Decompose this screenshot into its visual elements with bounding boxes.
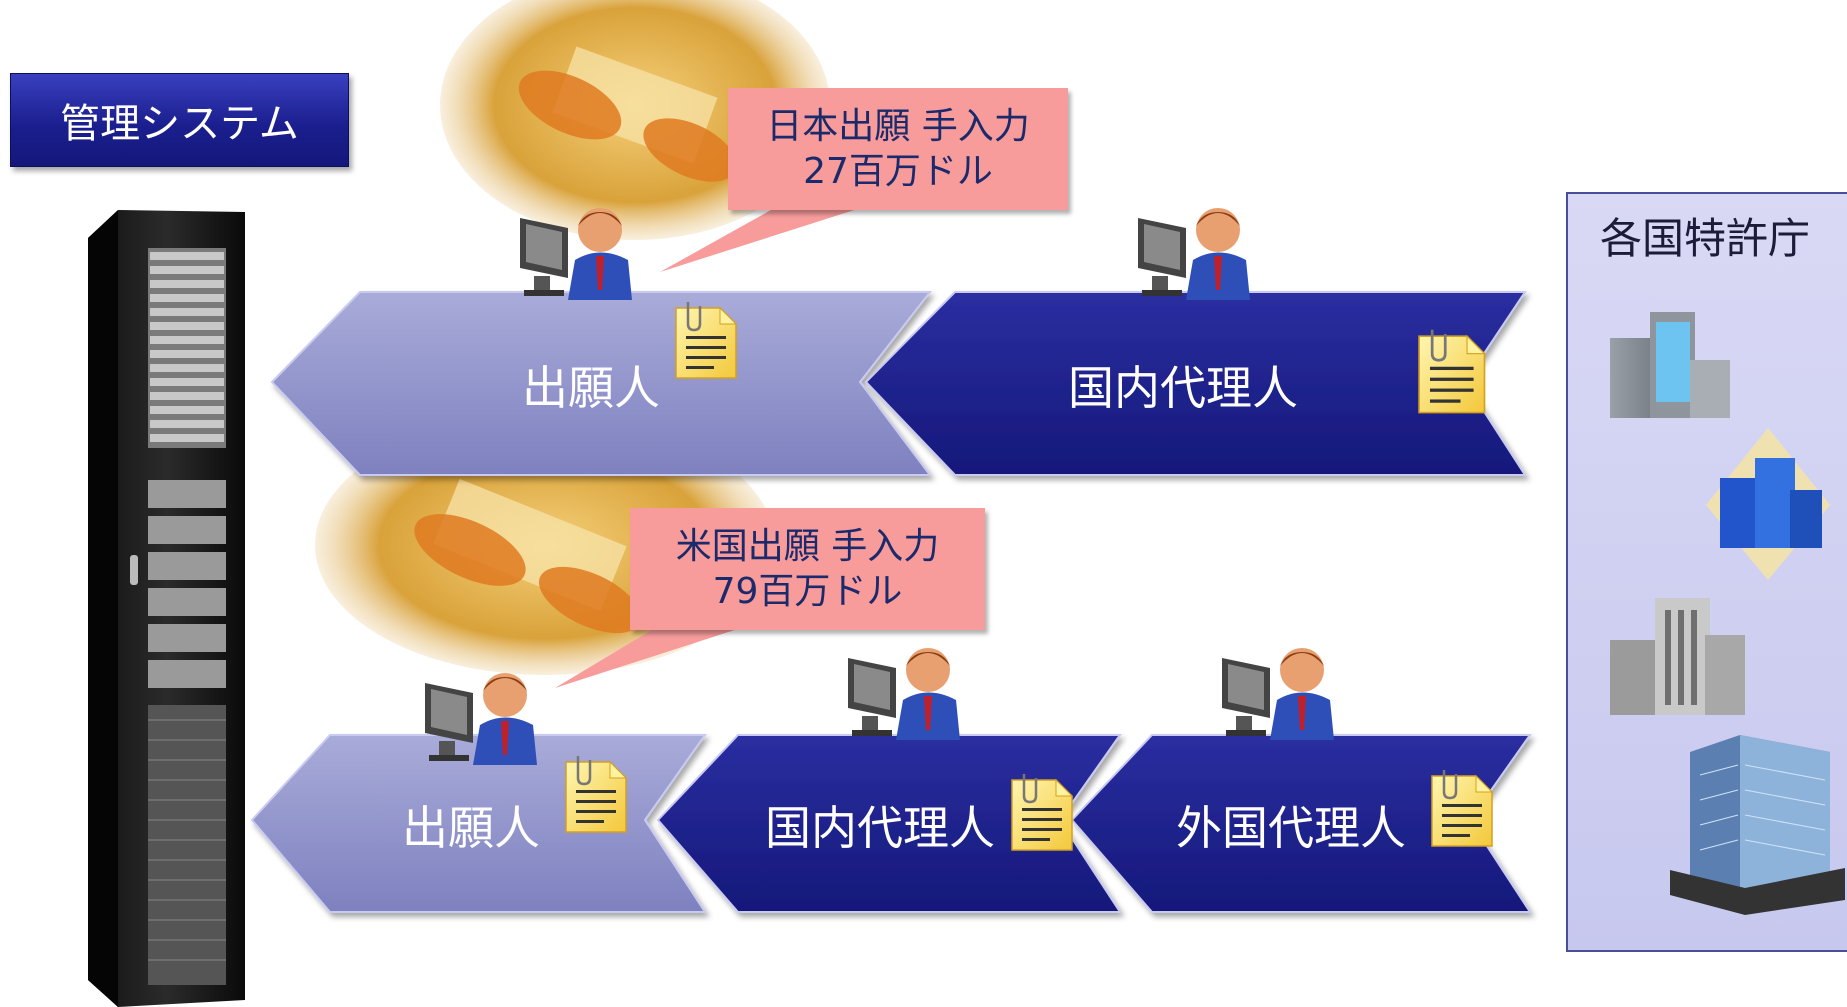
callout-tail-bottom: [555, 625, 750, 688]
callout-us-line2: 79百万ドル: [712, 571, 903, 612]
callout-japan-line2: 27百万ドル: [803, 151, 993, 192]
bottom-foreign-agent-label: 外国代理人: [1176, 801, 1406, 855]
callout-japan-input: 日本出願 手入力 27百万ドル: [728, 88, 1068, 210]
system-title-box: 管理システム: [10, 73, 349, 167]
patent-offices-title: 各国特許庁: [1600, 214, 1811, 263]
bottom-applicant-label: 出願人: [402, 801, 540, 855]
bottom-applicant-person-icon: [425, 673, 537, 765]
callout-us-input: 米国出願 手入力 79百万ドル: [630, 508, 985, 630]
callout-us-line1: 米国出願 手入力: [675, 526, 940, 567]
bottom-domestic-agent-label: 国内代理人: [765, 801, 995, 855]
top-domestic-agent-label: 国内代理人: [1068, 361, 1298, 415]
top-applicant-arrow: [270, 291, 933, 476]
office-building-icon-1: [1610, 312, 1730, 418]
callout-japan-line1: 日本出願 手入力: [766, 106, 1030, 147]
bottom-foreign-agent-person-icon: [1222, 648, 1334, 740]
office-building-icon-4: [1670, 735, 1845, 915]
system-title-label: 管理システム: [60, 101, 299, 147]
top-applicant-label: 出願人: [522, 361, 660, 415]
bottom-domestic-agent-person-icon: [848, 648, 960, 740]
server-rack-icon: [88, 210, 245, 1007]
callout-tail-top: [660, 205, 870, 272]
office-building-icon-3: [1610, 598, 1745, 715]
top-domestic-agent-person-icon: [1138, 208, 1250, 300]
office-building-icon-2: [1706, 428, 1830, 580]
